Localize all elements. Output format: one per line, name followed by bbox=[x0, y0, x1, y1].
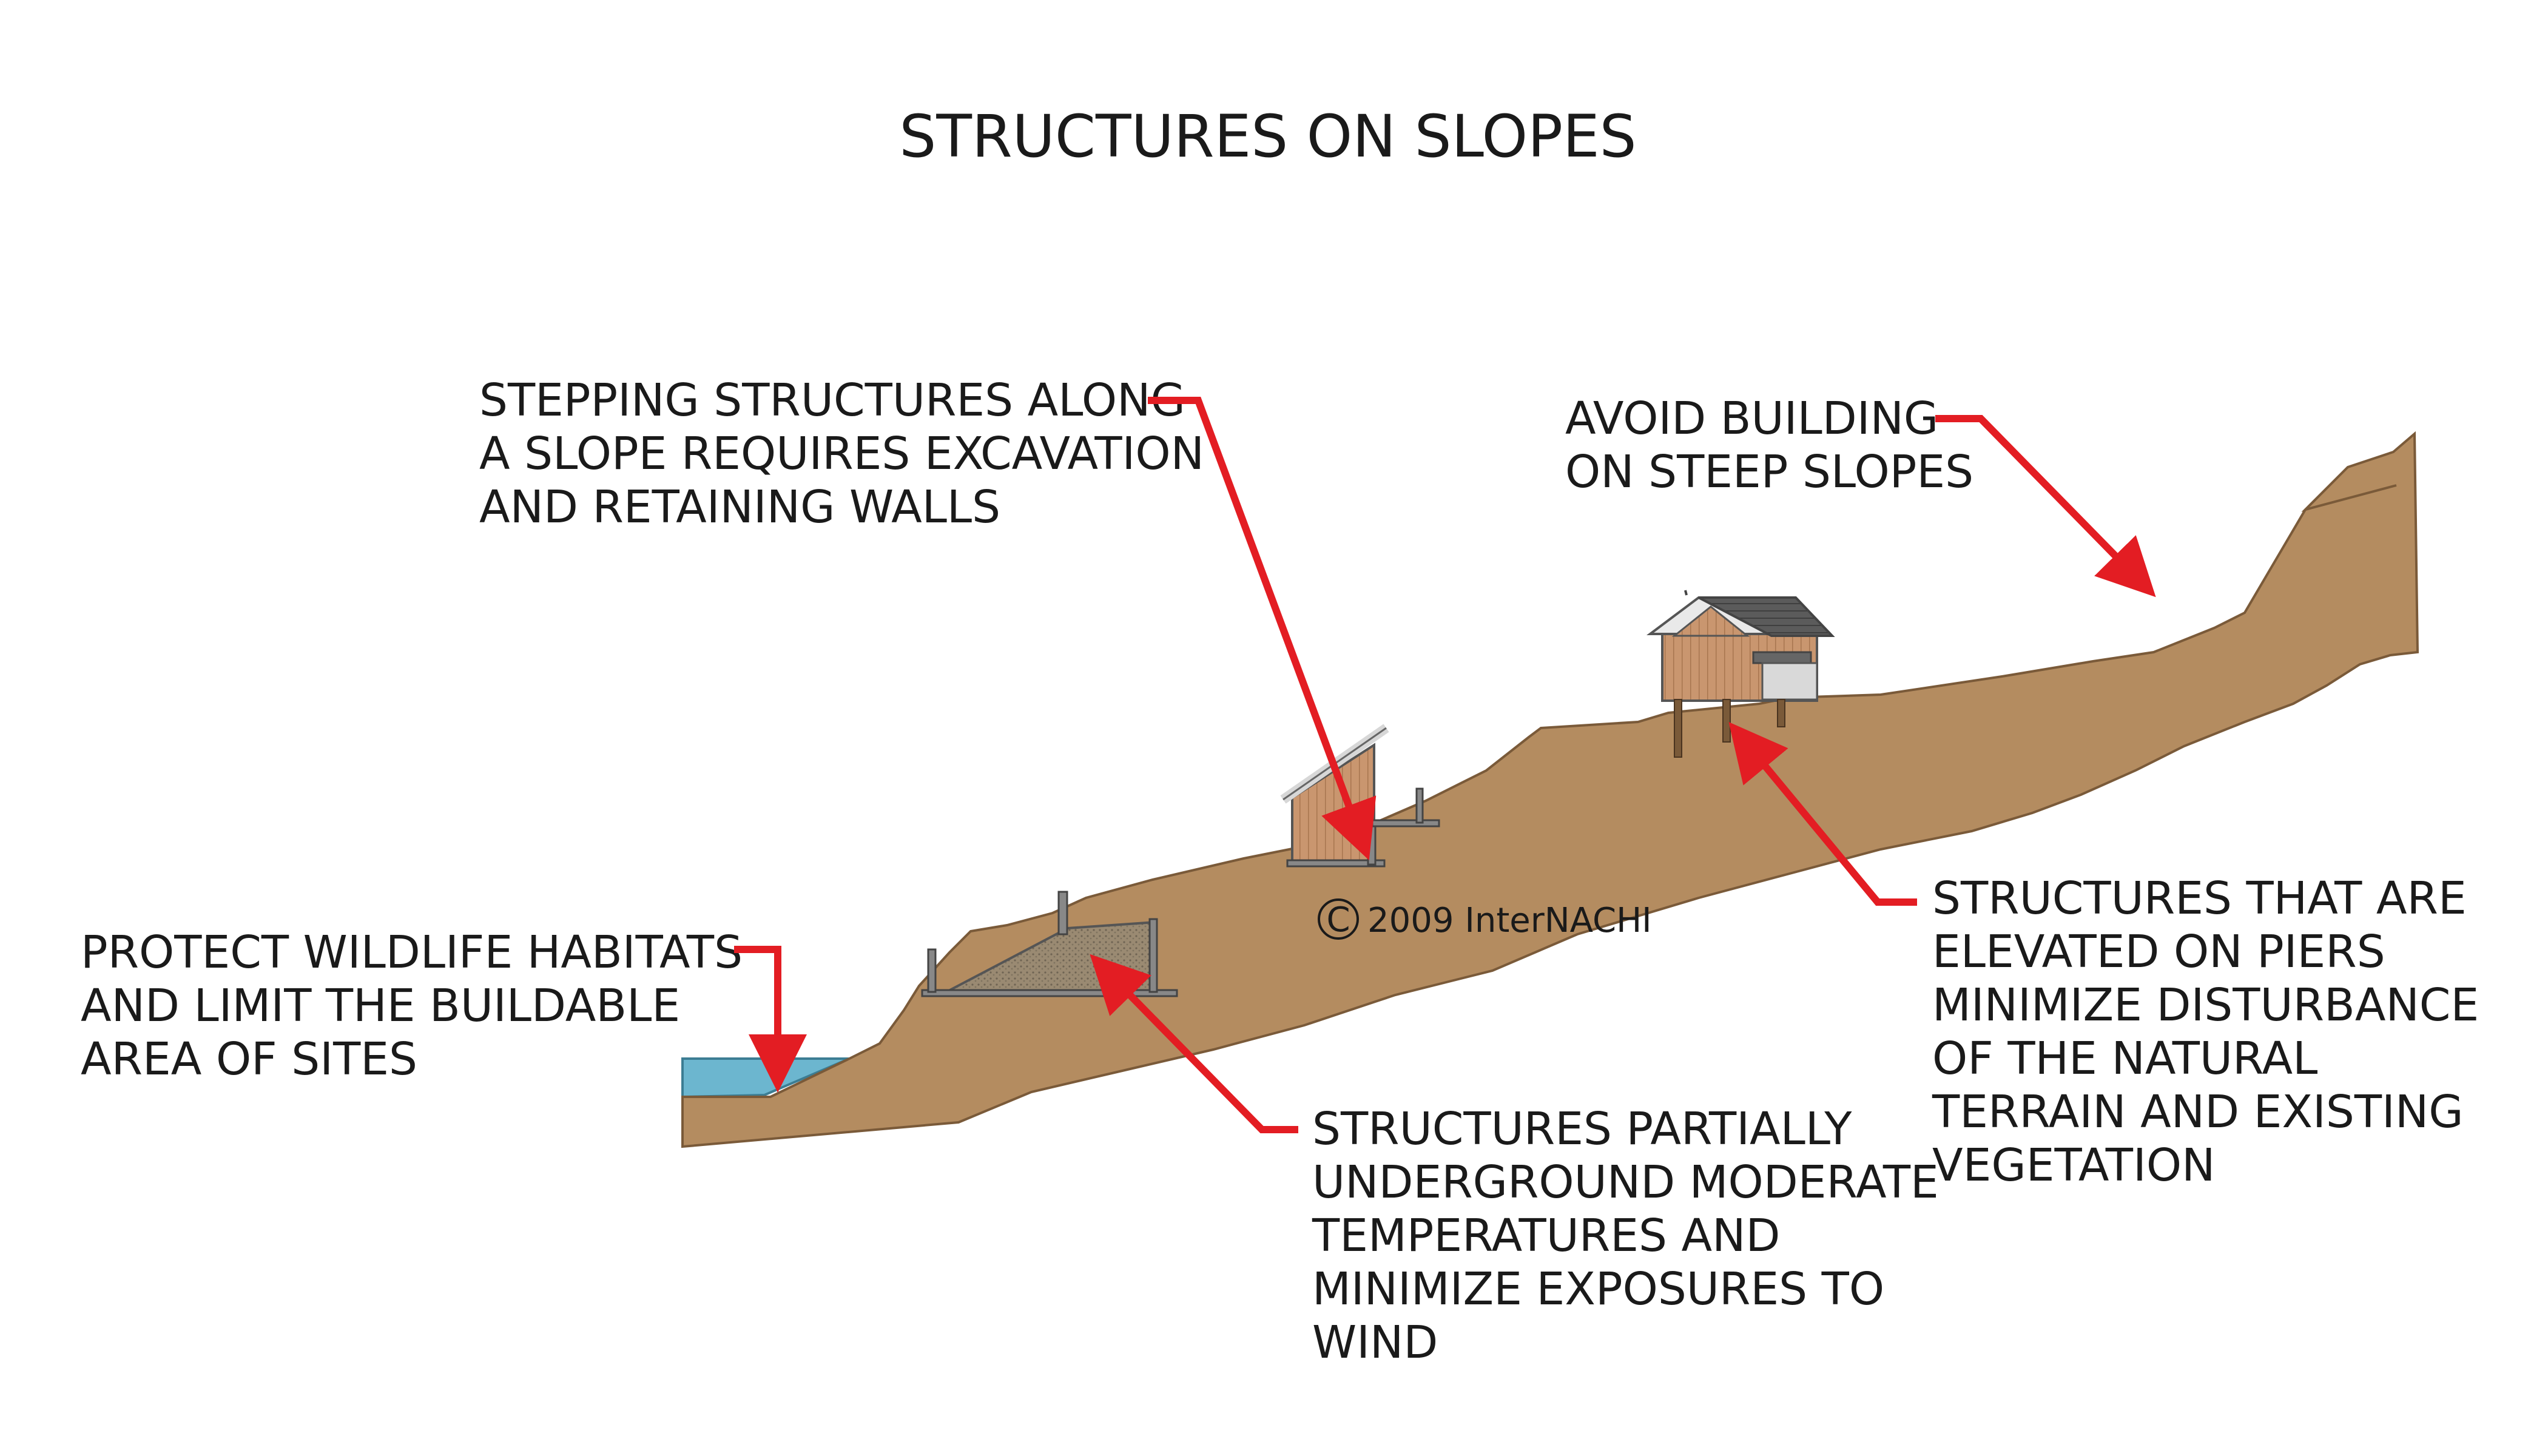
arrow-wildlife bbox=[734, 946, 807, 1093]
svg-text:TERRAIN AND EXISTING: TERRAIN AND EXISTING bbox=[1932, 1086, 2464, 1138]
svg-text:VEGETATION: VEGETATION bbox=[1932, 1139, 2215, 1191]
svg-text:STRUCTURES THAT ARE: STRUCTURES THAT ARE bbox=[1932, 872, 2467, 925]
svg-text:MINIMIZE EXPOSURES TO: MINIMIZE EXPOSURES TO bbox=[1312, 1263, 1884, 1315]
svg-text:PROTECT WILDLIFE HABITATS: PROTECT WILDLIFE HABITATS bbox=[81, 926, 743, 979]
callout-piers: STRUCTURES THAT ARE ELEVATED ON PIERS MI… bbox=[1932, 872, 2479, 1191]
svg-text:A SLOPE REQUIRES EXCAVATION: A SLOPE REQUIRES EXCAVATION bbox=[479, 428, 1204, 480]
svg-text:AND LIMIT THE BUILDABLE: AND LIMIT THE BUILDABLE bbox=[81, 980, 680, 1032]
svg-text:AVOID BUILDING: AVOID BUILDING bbox=[1565, 393, 1938, 445]
svg-text:WIND: WIND bbox=[1312, 1316, 1438, 1369]
callout-underground: STRUCTURES PARTIALLY UNDERGROUND MODERAT… bbox=[1312, 1103, 1939, 1369]
svg-text:ON STEEP SLOPES: ON STEEP SLOPES bbox=[1565, 446, 1973, 498]
svg-text:MINIMIZE DISTURBANCE: MINIMIZE DISTURBANCE bbox=[1932, 979, 2479, 1031]
svg-text:TEMPERATURES AND: TEMPERATURES AND bbox=[1312, 1210, 1780, 1262]
svg-text:AREA OF SITES: AREA OF SITES bbox=[81, 1033, 417, 1085]
svg-text:ELEVATED ON PIERS: ELEVATED ON PIERS bbox=[1932, 926, 2385, 978]
callout-wildlife: PROTECT WILDLIFE HABITATS AND LIMIT THE … bbox=[81, 926, 743, 1085]
copyright-text: 2009 InterNACHI bbox=[1367, 901, 1652, 940]
svg-text:AND RETAINING WALLS: AND RETAINING WALLS bbox=[479, 481, 1000, 533]
arrow-stepping bbox=[1148, 397, 1377, 860]
arrow-steep-slopes bbox=[1935, 415, 2156, 598]
callout-stepping: STEPPING STRUCTURES ALONG A SLOPE REQUIR… bbox=[479, 374, 1204, 533]
arrow-piers bbox=[1728, 722, 1917, 906]
svg-text:OF THE NATURAL: OF THE NATURAL bbox=[1932, 1033, 2317, 1085]
callout-steep-slopes: AVOID BUILDING ON STEEP SLOPES bbox=[1565, 393, 1973, 498]
svg-text:C: C bbox=[1326, 900, 1350, 940]
arrow-underground bbox=[1090, 954, 1298, 1133]
svg-text:UNDERGROUND MODERATE: UNDERGROUND MODERATE bbox=[1312, 1156, 1939, 1208]
svg-text:STRUCTURES PARTIALLY: STRUCTURES PARTIALLY bbox=[1312, 1103, 1852, 1155]
svg-text:STEPPING STRUCTURES ALONG: STEPPING STRUCTURES ALONG bbox=[479, 374, 1185, 426]
pier-house bbox=[1646, 590, 1835, 758]
copyright-mark: C 2009 InterNACHI bbox=[1318, 898, 1652, 940]
diagram-title: STRUCTURES ON SLOPES bbox=[899, 103, 1636, 170]
